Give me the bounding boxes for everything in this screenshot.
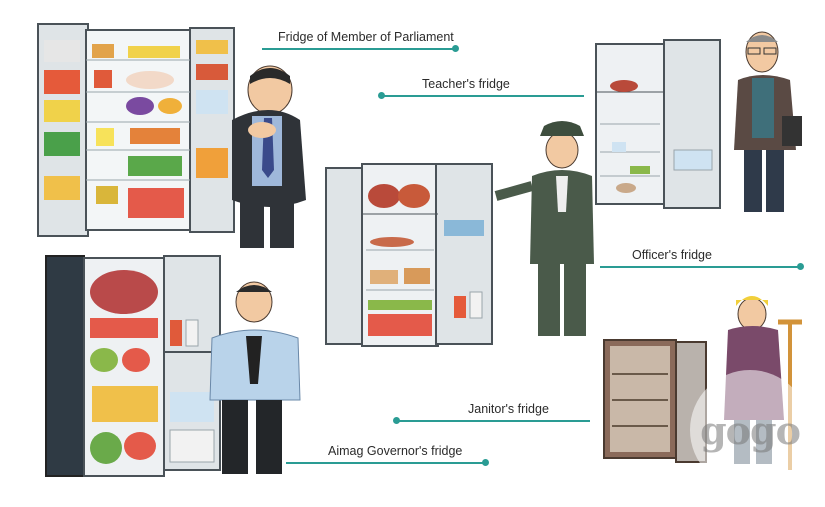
dot-governor (482, 459, 489, 466)
label-mp: Fridge of Member of Parliament (278, 30, 454, 44)
governor-fridge (45, 255, 221, 477)
label-janitor: Janitor's fridge (468, 402, 549, 416)
dot-teacher (378, 92, 385, 99)
teacher-person (734, 31, 802, 212)
teacher-fridge (595, 39, 721, 209)
mp-fridge (37, 23, 235, 237)
watermark-text: gogo (700, 407, 801, 453)
officer-person (494, 121, 594, 336)
dot-janitor (393, 417, 400, 424)
governor-person (209, 281, 301, 474)
rule-mp (262, 48, 454, 50)
watermark-logo: gogo (690, 370, 810, 490)
officer-fridge (325, 163, 493, 347)
rule-governor (286, 462, 484, 464)
rule-janitor (398, 420, 590, 422)
dot-officer (797, 263, 804, 270)
dot-mp (452, 45, 459, 52)
label-officer: Officer's fridge (632, 248, 712, 262)
rule-officer (600, 266, 800, 268)
rule-teacher (384, 95, 584, 97)
mp-person (232, 65, 306, 248)
label-teacher: Teacher's fridge (422, 77, 510, 91)
label-governor: Aimag Governor's fridge (328, 444, 463, 458)
